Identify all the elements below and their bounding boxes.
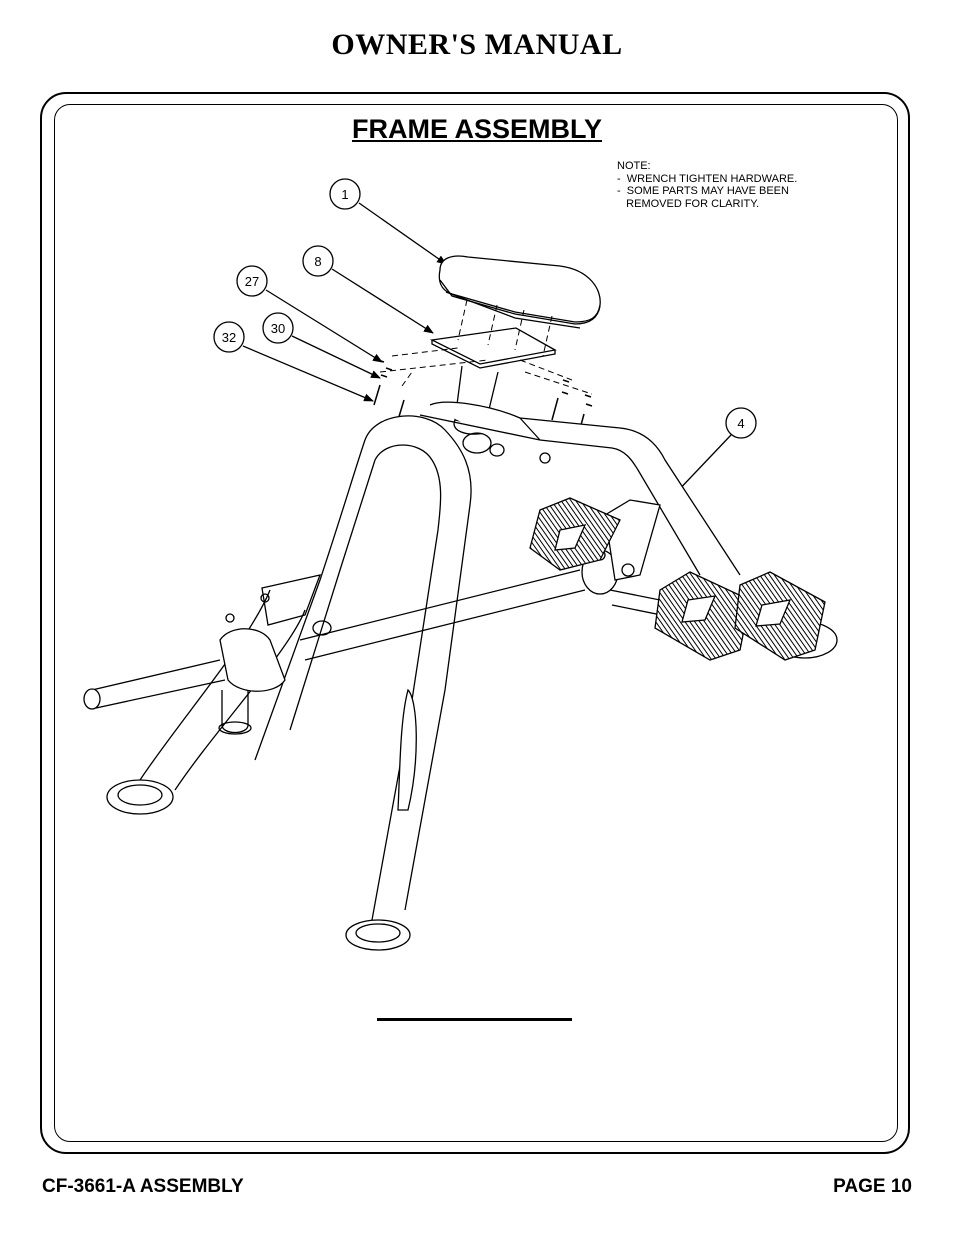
rear-leg [106, 589, 306, 815]
manual-title: OWNER'S MANUAL [331, 28, 623, 61]
footer-page-number: PAGE 10 [833, 1176, 912, 1197]
callout-label-30: 30 [271, 321, 285, 336]
foot-pedal-rear [529, 497, 621, 571]
callout-label-32: 32 [222, 330, 236, 345]
outer-page-border [40, 92, 910, 1154]
foot-pedal-left [654, 571, 751, 661]
callout-label-4: 4 [737, 416, 744, 431]
note-line-1: - WRENCH TIGHTEN HARDWARE. [617, 172, 798, 185]
callout-1 [329, 178, 447, 265]
callout-4 [673, 407, 757, 496]
callout-27 [236, 265, 383, 363]
main-frame [419, 401, 741, 576]
note-line-2: - SOME PARTS MAY HAVE BEEN [617, 185, 789, 197]
callout-label-8: 8 [314, 254, 321, 269]
callout-30 [262, 312, 381, 379]
callout-label-27: 27 [245, 274, 259, 289]
front-leg [254, 415, 472, 951]
note-line-3: REMOVED FOR CLARITY. [617, 197, 760, 210]
inner-page-border [54, 104, 898, 1142]
note-heading: NOTE: [617, 160, 651, 172]
foot-pedal-right [734, 571, 826, 661]
callout-8 [302, 245, 434, 334]
drawing-underline [377, 1018, 572, 1021]
seat-pad [438, 255, 601, 329]
footer-model: CF-3661-A ASSEMBLY [42, 1176, 244, 1197]
seat-mount-plate [429, 327, 557, 369]
callout-32 [213, 321, 374, 402]
assembly-note: NOTE: - WRENCH TIGHTEN HARDWARE. - SOME … [617, 160, 797, 210]
crossbar [83, 569, 586, 710]
callout-label-1: 1 [341, 187, 348, 202]
section-title: FRAME ASSEMBLY [351, 114, 603, 144]
